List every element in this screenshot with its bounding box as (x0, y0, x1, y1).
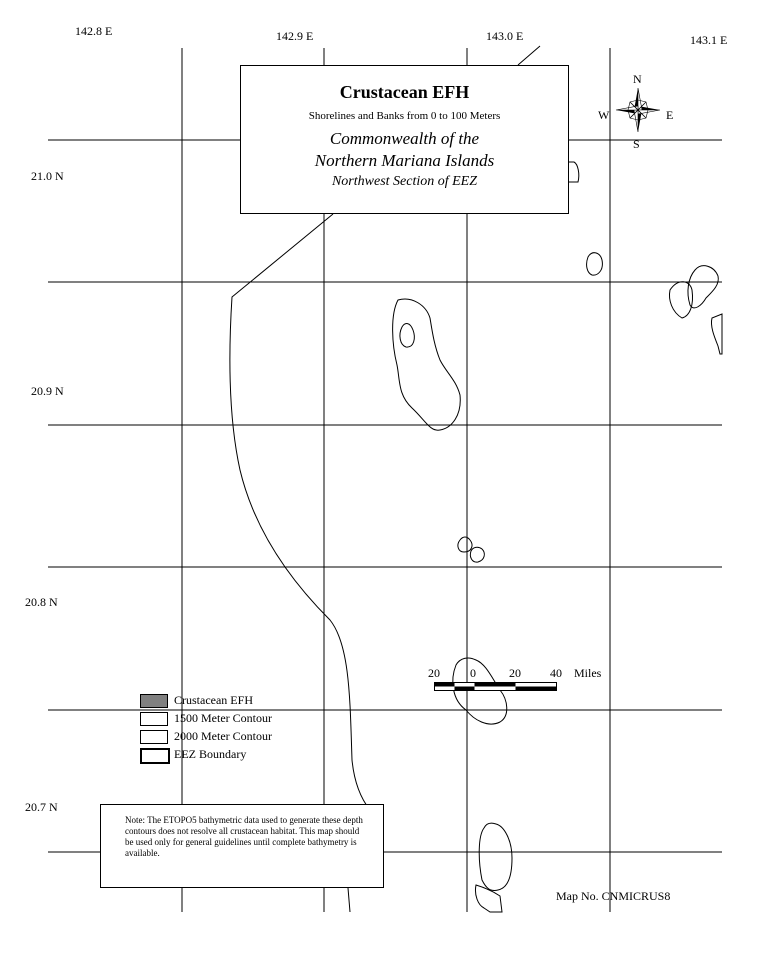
bank-outline (457, 536, 473, 553)
longitude-label-142-9: 142.9 E (276, 29, 314, 43)
scale-bar: 20 0 20 40 Miles (428, 666, 618, 696)
island-inner-bank (399, 323, 415, 348)
note-text: Note: The ETOPO5 bathymetric data used t… (125, 815, 363, 858)
map-title: Crustacean EFH (339, 82, 470, 102)
section-name: Northwest Section of EEZ (331, 174, 478, 189)
scale-tick-label: 20 (428, 666, 440, 680)
scale-unit-label: Miles (574, 666, 602, 680)
map-subtitle: Shorelines and Banks from 0 to 100 Meter… (308, 110, 501, 122)
compass-north-label: N (633, 72, 642, 86)
legend-swatch-eez (140, 748, 170, 764)
island-shoreline (475, 884, 503, 913)
island-shoreline (687, 265, 719, 309)
island-shoreline (669, 281, 693, 319)
map-number: Map No. CNMICRUS8 (556, 889, 671, 903)
title-block: Crustacean EFH Shorelines and Banks from… (240, 65, 569, 214)
latitude-label-20-9: 20.9 N (31, 384, 64, 398)
longitude-label-142-8: 142.8 E (75, 24, 113, 38)
island-shoreline (586, 252, 603, 276)
compass-rose: N S W E (598, 70, 678, 151)
island-shorelines (392, 161, 723, 913)
scale-tick-label: 0 (470, 666, 476, 680)
longitude-label-143-0: 143.0 E (486, 29, 524, 43)
island-shoreline (452, 657, 508, 725)
scale-tick-label: 20 (509, 666, 521, 680)
latitude-label-20-8: 20.8 N (25, 595, 58, 609)
region-name-line1: Commonwealth of the (329, 129, 480, 148)
compass-east-label: E (666, 108, 674, 122)
note-box: Note: The ETOPO5 bathymetric data used t… (100, 804, 384, 888)
island-shoreline (478, 822, 513, 891)
island-shoreline (711, 313, 723, 355)
legend-label: 1500 Meter Contour (174, 711, 272, 725)
legend-label: EEZ Boundary (174, 747, 247, 761)
legend-label: Crustacean EFH (174, 693, 253, 707)
scale-tick-label: 40 (550, 666, 562, 680)
latitude-label-20-7: 20.7 N (25, 800, 58, 814)
island-shoreline (392, 298, 461, 431)
legend-swatch-2000m (140, 730, 168, 744)
longitude-label-143-1: 143.1 E (690, 33, 728, 47)
bank-outline (469, 546, 485, 563)
compass-south-label: S (633, 137, 640, 151)
compass-west-label: W (598, 108, 610, 122)
region-name-line2: Northern Mariana Islands (314, 151, 495, 170)
legend-swatch-1500m (140, 712, 168, 726)
legend-label: 2000 Meter Contour (174, 729, 272, 743)
legend-swatch-efh (140, 694, 168, 708)
scale-bar-graphic (434, 682, 557, 691)
eez-boundary-line (229, 45, 541, 913)
latitude-label-21-0: 21.0 N (31, 169, 64, 183)
compass-star-icon (615, 87, 661, 133)
